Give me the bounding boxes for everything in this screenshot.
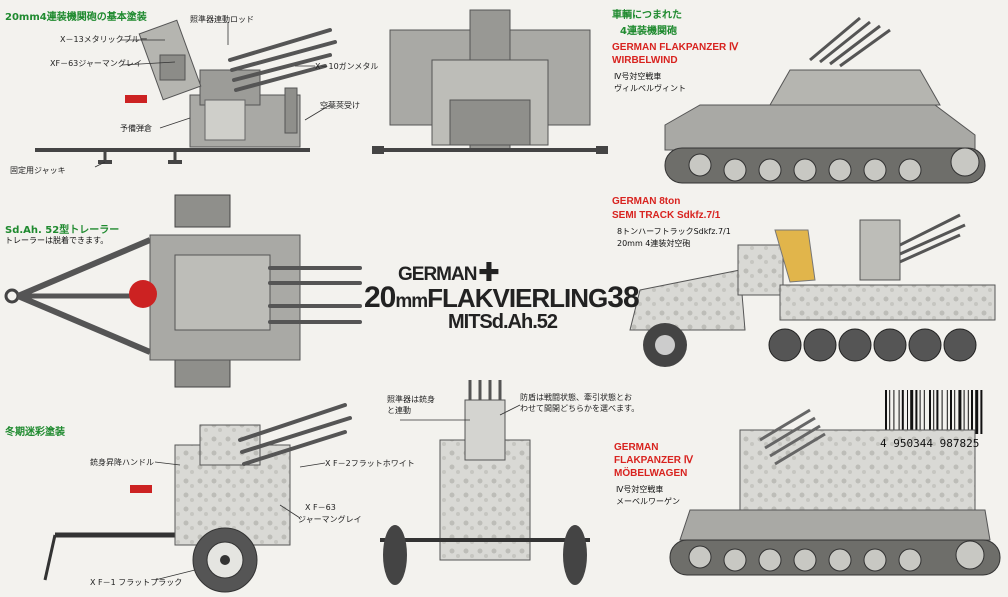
section-on-vehicle-2: 4連装機関砲 xyxy=(620,26,677,37)
barcode-bar xyxy=(958,390,962,434)
callout-xf63-top: XF－63ジャーマングレイ xyxy=(50,59,142,68)
barcode-bar xyxy=(975,390,979,434)
section-on-vehicle: 車輌につまれた xyxy=(612,10,682,21)
callout-casing: 空薬莢受け xyxy=(320,101,360,110)
halftrack-vehicle xyxy=(629,213,996,367)
barcode-bar xyxy=(907,390,908,434)
callout-lines xyxy=(94,22,521,581)
barcode-bar xyxy=(946,390,948,434)
barcode-bar xyxy=(950,390,952,434)
barcode-bar xyxy=(898,390,900,434)
wirbelwind-en-1: GERMAN FLAKPANZER Ⅳ xyxy=(612,42,739,53)
barcode-bar xyxy=(893,390,895,434)
callout-x10: X－10ガンメタル xyxy=(315,62,379,71)
callout-xf63-b: ジャーマングレイ xyxy=(298,515,362,524)
gun-front-view xyxy=(372,9,608,154)
moebelwagen-tank xyxy=(669,408,1001,576)
callout-xf1: X F－1 フラットブラック xyxy=(90,578,183,587)
moebelwagen-en-2: FLAKPANZER Ⅳ xyxy=(614,455,694,466)
winter-gun-front-view xyxy=(380,380,590,585)
barcode-digits: 4 950344 987825 xyxy=(880,437,980,450)
barcode-bar xyxy=(910,390,914,434)
barcode-bar xyxy=(936,390,939,434)
barcode-bar xyxy=(929,390,931,434)
section-winter: 冬期迷彩塗装 xyxy=(5,427,65,438)
wirbelwind-tank xyxy=(664,16,986,184)
moebelwagen-jp-2: メーベルワーゲン xyxy=(616,497,680,506)
callout-shield-2: わせて間開どちらかを選べます。 xyxy=(520,404,640,413)
callout-x13: X－13メタリックブルー xyxy=(60,35,148,44)
title-line-2: 20mmFLAKVIERLING38 xyxy=(364,281,640,314)
callout-jack: 固定用ジャッキ xyxy=(10,166,66,175)
callout-xf63-a: X F－63 xyxy=(305,503,336,512)
barcode-bar xyxy=(901,390,904,434)
barcode-bar xyxy=(980,390,983,434)
moebelwagen-en-1: GERMAN xyxy=(614,442,659,453)
winter-gun-side-view xyxy=(43,403,352,593)
wirbelwind-jp-1: Ⅳ号対空戦車 xyxy=(614,72,662,81)
barcode-bar xyxy=(915,390,918,434)
callout-xf2: X F－2フラットホワイト xyxy=(325,459,415,468)
barcode-bar xyxy=(889,390,891,434)
halftrack-jp-1: 8トンハーフトラックSdkfz.7/1 xyxy=(617,227,731,236)
trailer-top-view xyxy=(4,194,362,388)
callout-barrel-handle: 銃身昇降ハンドル xyxy=(90,458,154,467)
barcode-bar xyxy=(954,390,956,434)
title-line-1: GERMAN xyxy=(398,264,477,285)
barcode-bar xyxy=(933,390,935,434)
barcode-bar xyxy=(967,390,969,434)
halftrack-en-1: GERMAN 8ton xyxy=(612,196,681,207)
barcode-bar xyxy=(963,390,965,434)
section-trailer: Sd.Ah. 52型トレーラー xyxy=(5,225,120,236)
cross-icon: ✚ xyxy=(478,258,500,288)
moebelwagen-jp-1: Ⅳ号対空戦車 xyxy=(616,485,664,494)
barcode-bar xyxy=(919,390,921,434)
halftrack-en-2: SEMI TRACK Sdkfz.7/1 xyxy=(612,210,721,221)
callout-spare-mag: 予備弾倉 xyxy=(120,124,152,133)
halftrack-jp-2: 20mm 4連装対空砲 xyxy=(617,239,691,248)
section-paint-basic: 20mm4連装機関砲の基本塗装 xyxy=(5,12,147,23)
moebelwagen-en-3: MÖBELWAGEN xyxy=(614,468,688,479)
callout-sight-rod: 照準器連動ロッド xyxy=(190,15,254,24)
wirbelwind-jp-2: ヴィルベルヴィント xyxy=(614,84,686,93)
callout-sight-1: 照準器は銃身 xyxy=(387,395,435,404)
barcode-bar xyxy=(971,390,973,434)
callout-shield-1: 防盾は戦闘状態、牽引状態とお xyxy=(520,393,632,402)
wirbelwind-en-2: WIRBELWIND xyxy=(612,55,678,66)
trailer-note: トレーラーは脱着できます。 xyxy=(5,236,109,245)
barcode-bar xyxy=(941,390,943,434)
barcode-bar xyxy=(923,390,925,434)
barcode xyxy=(885,390,983,434)
callout-sight-2: と連動 xyxy=(387,406,411,415)
title-line-3: MITSd.Ah.52 xyxy=(448,311,558,333)
barcode-bar xyxy=(885,390,887,434)
